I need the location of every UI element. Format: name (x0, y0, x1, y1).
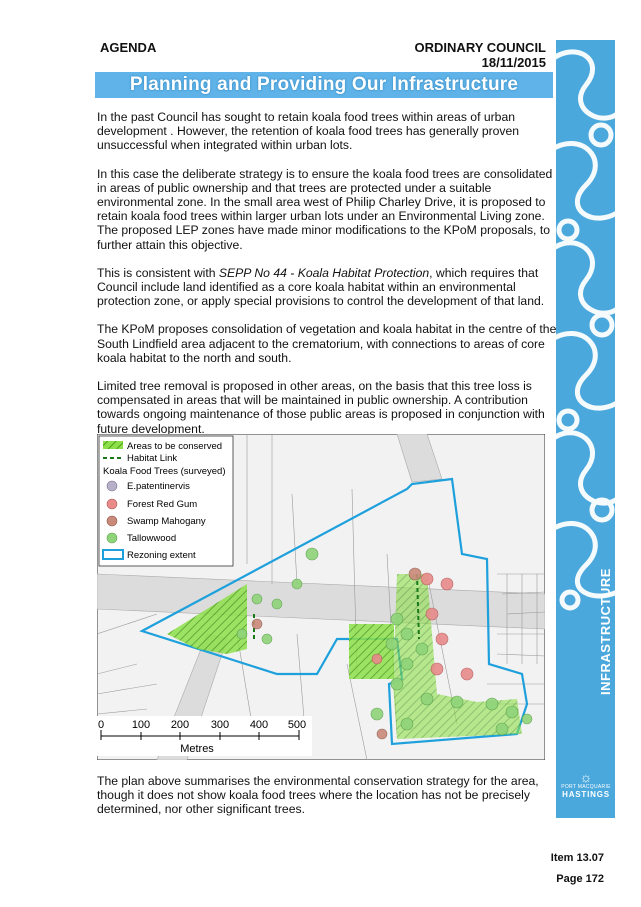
body-upper: In the past Council has sought to retain… (97, 110, 557, 450)
legend-red-gum-swatch (106, 498, 118, 510)
paragraph-2: In this case the deliberate strategy is … (97, 166, 553, 252)
map-legend: Areas to be conserved Habitat Link Koala… (98, 435, 234, 567)
paragraph-1: In the past Council has sought to retain… (97, 110, 520, 153)
logo-main-text: HASTINGS (562, 790, 610, 799)
legend-rezoning: Rezoning extent (127, 550, 196, 561)
scale-tick-400: 400 (250, 719, 268, 731)
meeting-header: ORDINARY COUNCIL 18/11/2015 (415, 40, 546, 70)
scale-tick-500: 500 (288, 719, 306, 731)
paragraph-6: The plan above summarises the environmen… (97, 774, 539, 817)
logo-icon: ☼ (579, 769, 593, 785)
paragraph-3: This is consistent with SEPP No 44 - Koa… (97, 266, 557, 309)
paragraph-4: The KPoM proposes consolidation of veget… (97, 322, 557, 365)
tree-markers (236, 547, 533, 740)
legend-conserved: Areas to be conserved (127, 441, 222, 452)
p3-before: This is consistent with (97, 265, 219, 280)
body-lower: The plan above summarises the environmen… (97, 774, 557, 831)
road-north (396, 434, 443, 483)
side-band (556, 40, 615, 818)
legend-mahogany-swatch (106, 515, 118, 527)
decorative-pattern (556, 49, 615, 611)
scale-tick-100: 100 (132, 719, 150, 731)
scale-tick-200: 200 (171, 719, 189, 731)
item-number: Item 13.07 (550, 852, 604, 864)
legend-food-trees-title: Koala Food Trees (surveyed) (103, 466, 226, 477)
habitat-link (416, 573, 420, 640)
meeting-name: ORDINARY COUNCIL (414, 40, 546, 55)
sepp-reference: SEPP No 44 - Koala Habitat Protection (218, 265, 430, 280)
legend-forest-red-gum: Forest Red Gum (127, 499, 197, 510)
section-side-label: INFRASTRUCTURE (598, 568, 613, 695)
p3-after: , which requires that Council include la… (97, 265, 545, 309)
page-number: Page 172 (556, 873, 604, 885)
scale-bar: 0 100 200 300 400 500 Metres (97, 716, 312, 756)
scale-unit: Metres (180, 743, 214, 755)
paragraph-5: Limited tree removal is proposed in othe… (97, 379, 545, 436)
legend-tallowwood: Tallowwood (127, 533, 176, 544)
legend-conserved-swatch (103, 441, 123, 449)
agenda-label: AGENDA (100, 40, 157, 55)
legend-habitat-link: Habitat Link (127, 453, 177, 464)
legend-tallowwood-swatch (106, 532, 118, 544)
legend-patentinervis: E.patentinervis (127, 481, 190, 492)
legend-rezoning-swatch (102, 549, 124, 560)
council-logo: ☼ PORT MACQUARIE HASTINGS (560, 770, 612, 810)
meeting-date: 18/11/2015 (481, 55, 546, 70)
legend-swamp-mahogany: Swamp Mahogany (127, 516, 206, 527)
scale-tick-300: 300 (211, 719, 229, 731)
conserved-area-west (167, 584, 247, 654)
logo-small-text: PORT MACQUARIE (561, 784, 611, 790)
conservation-map: Areas to be conserved Habitat Link Koala… (97, 434, 545, 760)
scale-tick-0: 0 (98, 719, 104, 731)
section-banner: Planning and Providing Our Infrastructur… (95, 72, 553, 98)
legend-patentinervis-swatch (106, 480, 118, 492)
conserved-area-centre (349, 624, 394, 679)
